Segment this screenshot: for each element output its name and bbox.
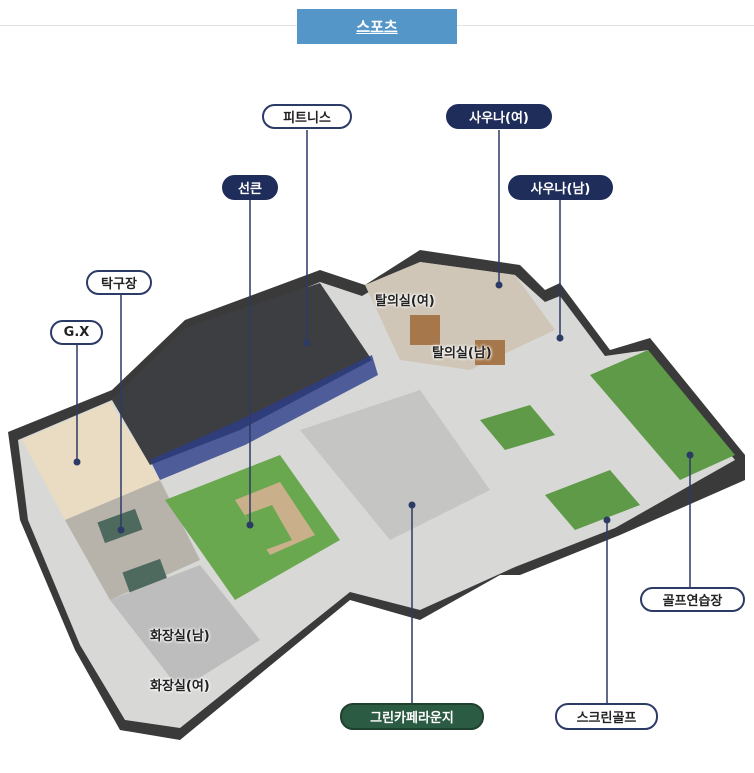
restrooms [110, 565, 260, 690]
leader-dots [73, 281, 694, 534]
callout-sunken: 선큰 [222, 175, 278, 200]
label-restroom-women: 화장실(여) [150, 679, 210, 694]
callout-sauna-men: 사우나(남) [508, 175, 613, 200]
leader-lines [76, 130, 691, 703]
callout-table-tennis: 탁구장 [86, 270, 152, 295]
label-locker-men: 탈의실(남) [432, 346, 492, 361]
callout-screen-golf: 스크린골프 [555, 703, 658, 730]
golf-practice-area [590, 350, 735, 480]
callout-gx: G.X [50, 320, 103, 345]
callout-golf-practice: 골프연습장 [640, 587, 745, 612]
label-restroom-men: 화장실(남) [150, 629, 210, 644]
screen-golf-2 [545, 470, 640, 530]
callout-fitness: 피트니스 [262, 104, 352, 129]
tab-sports[interactable]: 스포츠 [297, 9, 457, 44]
cafe-lounge [300, 390, 490, 540]
callout-green-cafe: 그린카페라운지 [340, 703, 484, 730]
label-locker-women: 탈의실(여) [375, 294, 435, 309]
table-tennis-room [65, 480, 200, 600]
gx-room [22, 402, 160, 520]
callout-sauna-women: 사우나(여) [446, 104, 552, 129]
screen-golf-1 [480, 405, 555, 450]
